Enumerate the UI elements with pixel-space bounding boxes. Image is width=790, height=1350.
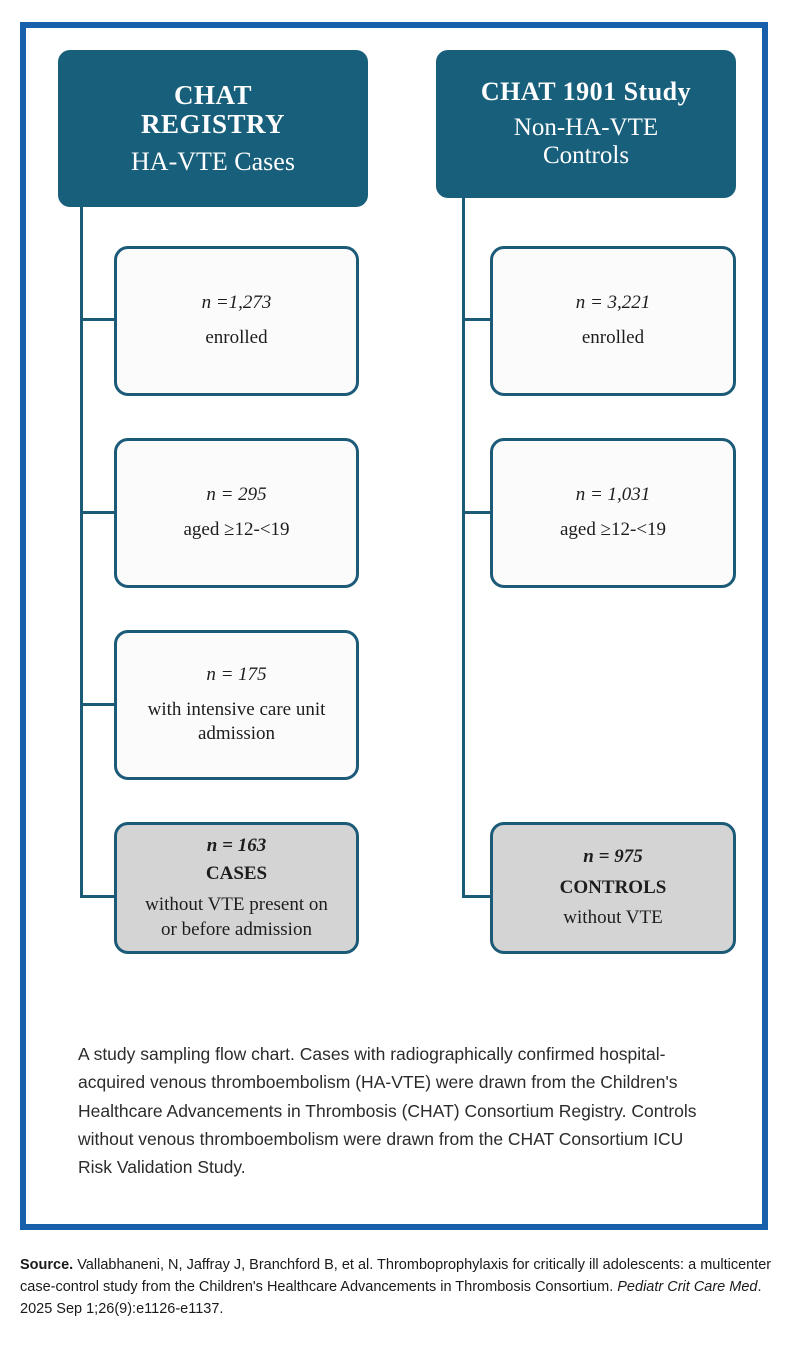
header-box-chat-registry: CHAT REGISTRY HA-VTE Cases [58,50,368,207]
node-cases-aged: n = 295 aged ≥12-<19 [114,438,359,588]
node-line: admission [197,723,276,745]
header-box-chat-1901-study: CHAT 1901 Study Non-HA-VTE Controls [436,50,736,198]
node-cases-icu: n = 175 with intensive care unit admissi… [114,630,359,780]
node-line: enrolled [205,327,268,348]
connector-trunk-left [80,207,83,898]
node-controls-enrolled: n = 3,221 enrolled [490,246,736,396]
connector-trunk-right [462,198,465,898]
connector-stub-left-3 [80,703,116,706]
source-authors-title: Vallabhaneni, N, Jaffray J, Branchford B… [20,1257,772,1296]
node-controls-final: n = 975 CONTROLS without VTE [490,822,736,954]
header-line-3: Controls [542,141,630,169]
node-line: n = 1,031 [575,484,651,506]
node-line: n = 295 [206,484,267,506]
source-citation: Source. Vallabhaneni, N, Jaffray J, Bran… [20,1254,772,1320]
node-controls-aged: n = 1,031 aged ≥12-<19 [490,438,736,588]
header-line-3: HA-VTE Cases [131,147,295,177]
node-line: aged ≥12-<19 [559,519,667,540]
flow-chart: CHAT REGISTRY HA-VTE Cases n =1,273 enro… [26,28,762,1224]
node-line: n = 975 [583,845,643,867]
node-line: CASES [205,863,268,885]
header-line-1: CHAT 1901 Study [480,77,692,107]
connector-stub-left-4 [80,895,116,898]
source-journal: Pediatr Crit Care Med [617,1279,758,1296]
figure-caption: A study sampling flow chart. Cases with … [78,1044,697,1178]
header-line-2: Non-HA-VTE [513,113,659,141]
node-cases-enrolled: n =1,273 enrolled [114,246,359,396]
header-line-2: REGISTRY [140,109,286,140]
node-line: with intensive care unit [147,698,326,720]
node-line: n =1,273 [201,292,272,314]
node-line: or before admission [161,918,312,940]
connector-stub-right-2 [462,511,492,514]
node-line: without VTE present on [145,894,328,915]
node-line: CONTROLS [559,876,667,898]
connector-stub-right-1 [462,318,492,321]
node-line: enrolled [581,327,645,348]
node-line: n = 163 [206,834,267,856]
node-line: aged ≥12-<19 [183,519,290,540]
source-label: Source. [20,1257,74,1273]
node-cases-final: n = 163 CASES without VTE present on or … [114,822,359,954]
source-citation-tail: . 2025 Sep 1;26(9):e1126-e1137. [20,1279,762,1318]
header-line-1: CHAT [173,79,252,110]
node-line: without VTE [563,907,663,929]
node-line: n = 3,221 [575,292,651,314]
node-line: n = 175 [206,663,267,685]
connector-stub-left-1 [80,318,116,321]
connector-stub-right-3 [462,895,492,898]
figure-frame: CHAT REGISTRY HA-VTE Cases n =1,273 enro… [20,22,768,1230]
connector-stub-left-2 [80,511,116,514]
